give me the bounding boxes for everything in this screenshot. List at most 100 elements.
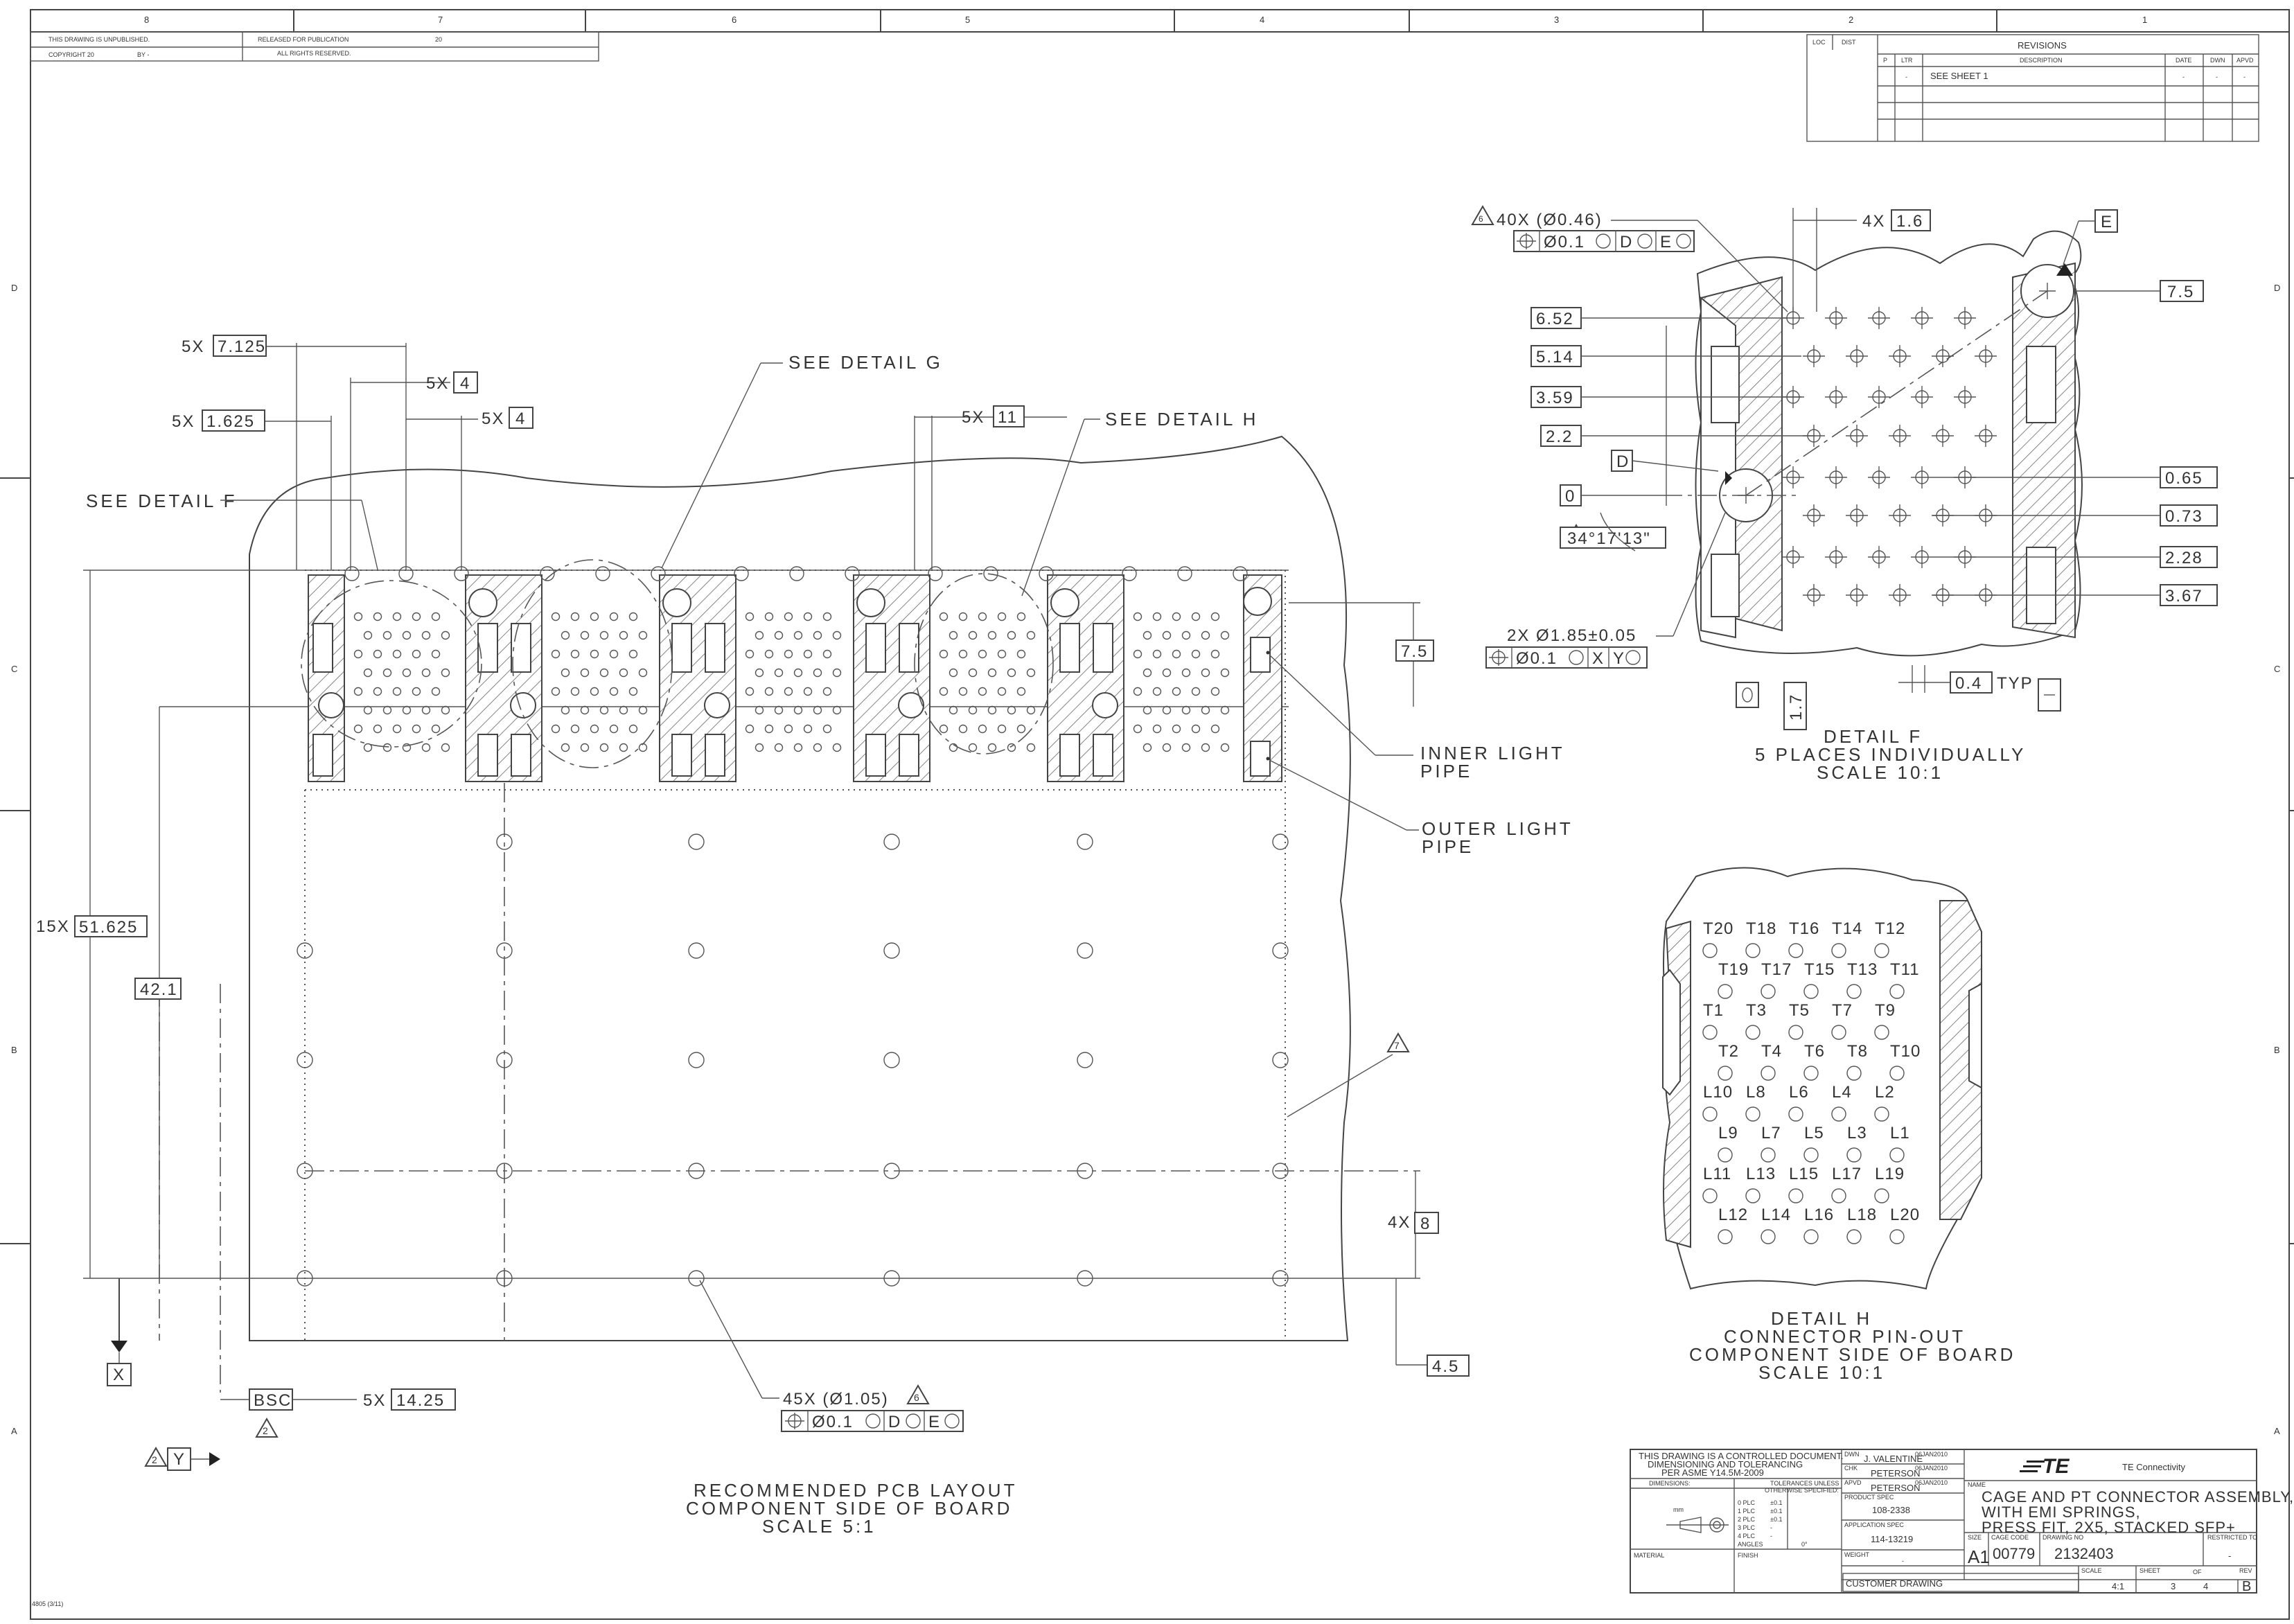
signal-via [599, 668, 609, 678]
signal-via [1142, 630, 1152, 640]
detail-h-pin-hole [1761, 1229, 1776, 1244]
weight-value: - [1902, 1557, 1904, 1564]
detail-h-pin-hole [1761, 984, 1776, 999]
signal-via [939, 649, 949, 659]
signal-via [1172, 612, 1181, 621]
pcb-layout-caption-1: RECOMMENDED PCB LAYOUT [694, 1480, 1017, 1501]
signal-via [1162, 630, 1172, 640]
press-fit-hole [496, 1270, 513, 1287]
tol-value-1: ±0.1 [1770, 1508, 1782, 1515]
detail-f-datum-e: E [2101, 213, 2113, 231]
signal-via [619, 743, 628, 752]
controlled-doc-2: DIMENSIONING AND TOLERANCING [1648, 1459, 1803, 1469]
signal-via [551, 724, 561, 734]
scale-label: SCALE [2081, 1567, 2102, 1574]
hole-note-text: 45X (Ø1.05) [783, 1390, 889, 1409]
signal-via [363, 630, 373, 640]
detail-h-pin-label: T5 [1789, 1001, 1810, 1020]
signal-via [1007, 743, 1016, 752]
light-pipe-callouts: INNER LIGHT PIPE OUTER LIGHT PIPE [1269, 654, 1571, 857]
signal-via [987, 668, 997, 678]
signal-via [551, 649, 561, 659]
detail-f-view: 6.52 5.14 3.59 2.2 D 0 10 34°17'13" [1471, 204, 2218, 783]
detail-h-pin-label: T19 [1718, 960, 1749, 979]
tol-value-3: - [1770, 1524, 1772, 1531]
signal-via [755, 668, 764, 678]
dim-45: 4.5 [1432, 1357, 1459, 1376]
signal-via [958, 687, 968, 696]
detail-f-dim-0: 0 [1565, 487, 1576, 506]
signal-via [968, 630, 978, 640]
signal-via [774, 705, 784, 715]
chk-date: 06JAN2010 [1915, 1465, 1948, 1472]
hole-note: 45X (Ø1.05) 6 Ø0.1 D E [699, 1280, 964, 1432]
signal-via [1172, 724, 1181, 734]
note-6-flag: 6 [914, 1392, 919, 1403]
dim-75: 7.5 [1401, 642, 1428, 661]
detail-h-pin-hole [1761, 1066, 1776, 1081]
detail-h-pin-hole [1831, 1025, 1846, 1040]
cage-edge-hole [540, 566, 555, 581]
detail-h-pin-hole [1718, 1147, 1733, 1163]
note-7-flag: 7 [1394, 1040, 1400, 1051]
signal-via [1026, 705, 1036, 715]
zone-top-3: 3 [1554, 15, 1559, 25]
detail-h-pin-label: T14 [1832, 919, 1862, 938]
dim-5x-1425-label: 5X [363, 1391, 386, 1410]
signal-via [784, 687, 793, 696]
signal-via [363, 668, 373, 678]
detail-h-pin-label: T11 [1890, 960, 1920, 979]
part-name-line-1: CAGE AND PT CONNECTOR ASSEMBLY, [1982, 1488, 2294, 1506]
detail-h-pin-hole [1889, 1147, 1905, 1163]
press-fit-hole [688, 1270, 705, 1287]
signal-via [1133, 724, 1142, 734]
signal-via [431, 649, 441, 659]
press-fit-hole [688, 833, 705, 850]
press-fit-hole [1272, 833, 1289, 850]
signal-via [431, 612, 441, 621]
detail-h-pin-label: L2 [1875, 1083, 1895, 1102]
see-detail-g: SEE DETAIL G [788, 352, 943, 373]
tol-4-plc: 4 PLC [1738, 1533, 1756, 1539]
by-text: BY - [137, 51, 149, 58]
detail-h-pin-hole [1718, 1066, 1733, 1081]
signal-via [590, 649, 599, 659]
signal-via [958, 649, 968, 659]
detail-h-pin-hole [1874, 1106, 1889, 1122]
dwn-label: DWN [1844, 1451, 1860, 1458]
signal-via [1210, 687, 1220, 696]
detail-h-pin-hole [1831, 1188, 1846, 1203]
press-fit-hole [1077, 1052, 1093, 1068]
note-2-flag: 2 [263, 1425, 268, 1436]
of-label: OF [2193, 1569, 2202, 1576]
detail-h-pin-label: T15 [1804, 960, 1835, 979]
signal-via [1210, 612, 1220, 621]
controlled-doc-1: THIS DRAWING IS A CONTROLLED DOCUMENT. [1639, 1451, 1844, 1461]
controlled-doc-3: PER ASME Y14.5M-2009 [1661, 1467, 1764, 1478]
signal-via [402, 668, 412, 678]
release-year-text: 20 [435, 36, 442, 43]
detail-f-dim-17: 1.7 [1787, 694, 1806, 721]
rev-row-ltr: - [1905, 73, 1907, 80]
zone-side-a-right: A [2274, 1426, 2280, 1436]
tol-value-2: ±0.1 [1770, 1516, 1782, 1523]
drawing-no: 2132403 [2054, 1545, 2114, 1562]
press-fit-hole [883, 942, 900, 959]
detail-h-pin-label: L14 [1761, 1206, 1791, 1224]
rev-description-label: DESCRIPTION [2020, 57, 2063, 64]
detail-h-pin-hole [1803, 1066, 1819, 1081]
signal-via [421, 630, 431, 640]
signal-via [580, 743, 590, 752]
projection-symbol-icon [1666, 1517, 1729, 1533]
cage-edge-hole [928, 566, 943, 581]
signal-via [1191, 687, 1201, 696]
application-spec-label: APPLICATION SPEC [1844, 1521, 1904, 1528]
sheet-border [30, 9, 2290, 1620]
detail-f-peg-datum-x: X [1592, 649, 1605, 668]
signal-via [373, 649, 382, 659]
signal-via [402, 743, 412, 752]
signal-via [793, 630, 803, 640]
signal-via [1201, 743, 1210, 752]
